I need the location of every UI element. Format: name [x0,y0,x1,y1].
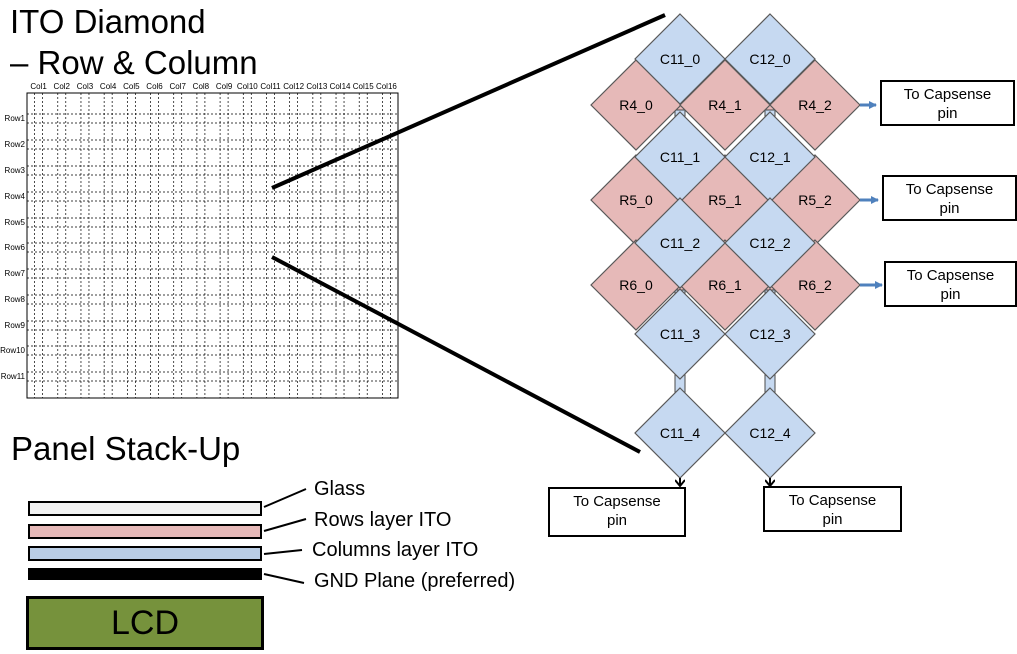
capsense-box-row4: To Capsense pin [880,80,1015,126]
ito-diamond-title: ITO Diamond [10,3,206,40]
row-pad-label: R6_1 [708,277,742,293]
glass-layer [28,501,262,516]
column-pad-label: C12_3 [749,326,790,342]
column-pad-label: C12_1 [749,149,790,165]
grid-row-label: Row5 [5,218,26,227]
column-pad-label: C12_0 [749,51,790,67]
column-pad-label: C12_2 [749,235,790,251]
column-pad-diamond [634,197,726,289]
grid-row-label: Row1 [5,114,26,123]
grid-row-label: Row11 [1,372,26,381]
capsense-box-row5: To Capsense pin [882,175,1017,221]
rows-ito-layer [28,524,262,539]
capsense-box-col12: To Capsense pin [763,486,902,532]
grid-col-label: Col11 [260,82,281,91]
row-pad-diamond [769,59,861,151]
grid-col-label: Col3 [77,82,94,91]
grid-row-label: Row8 [5,295,26,304]
capsense-text: To Capsense [788,492,877,509]
capsense-text: To Capsense [906,267,995,284]
rows-ito-label: Rows layer ITO [314,509,452,531]
panel-stackup-title: Panel Stack-Up [11,430,241,467]
column-pad-diamond [634,288,726,380]
grid-col-label: Col16 [376,82,397,91]
grid-row-label: Row2 [5,140,26,149]
column-pad-label: C11_3 [660,326,700,342]
grid-row-label: Row7 [5,269,26,278]
grid-col-label: Col13 [306,82,327,91]
row-pad-label: R4_1 [708,97,742,113]
row-pad-label: R6_2 [798,277,832,293]
column-pad-diamond [724,197,816,289]
grid-col-label: Col10 [237,82,258,91]
grid-col-label: Col12 [283,82,304,91]
row-pad-diamond [679,59,771,151]
column-pad-diamond [724,288,816,380]
lcd-layer: LCD [26,596,264,650]
sensor-grid: Col1 Col2 Col3 Col4 Col5 Col6 Col7 Col8 Col9 Col1… [0,82,399,399]
capsense-text: To Capsense [573,493,661,510]
zoom-line-top [271,13,666,190]
grid-col-label: Col8 [193,82,210,91]
capsense-text: To Capsense [903,86,992,103]
zoom-line-bottom [271,255,641,454]
grid-row-label: Row9 [5,321,26,330]
row-pad-label: R4_0 [619,97,653,113]
lcd-label: LCD [110,603,180,642]
column-pad-label: C12_4 [749,425,790,441]
column-pad-diamond [724,13,816,105]
grid-col-label: Col7 [169,82,186,91]
capsense-text: pin [606,512,628,529]
column-pad-label: C11_0 [660,51,700,67]
grid-col-label: Col2 [54,82,71,91]
capsense-text: pin [939,200,960,217]
column-pad-label: C11_1 [660,149,700,165]
capsense-text: pin [822,511,843,528]
grid-col-label: Col6 [146,82,163,91]
grid-col-label: Col4 [100,82,117,91]
grid-col-label: Col9 [216,82,233,91]
grid-row-label: Row3 [5,166,26,175]
row-pad-label: R5_0 [619,192,653,208]
column-pad-diamond [634,13,726,105]
row-column-subtitle: – Row & Column [10,44,258,81]
grid-border [26,92,399,399]
row-pad-label: R6_0 [619,277,653,293]
columns-ito-label: Columns layer ITO [312,539,479,561]
capsense-text: To Capsense [905,181,994,198]
gnd-plane-label: GND Plane (preferred) [314,570,516,592]
grid-col-label: Col14 [330,82,351,91]
row-pad-label: R4_2 [798,97,832,113]
capsense-box-row6: To Capsense pin [884,261,1017,307]
columns-ito-layer [28,546,262,561]
glass-label: Glass [314,478,366,500]
grid-col-label: Col5 [123,82,140,91]
capsense-text: pin [937,105,958,122]
grid-row-label: Row10 [0,346,25,355]
grid-col-label: Col15 [353,82,374,91]
stack-leader-lines [263,488,307,584]
column-pad-label: C11_2 [660,235,700,251]
column-pad-label: C11_4 [660,425,700,441]
capsense-text: pin [940,286,961,303]
grid-row-label: Row6 [5,243,26,252]
grid-row-label: Row4 [5,192,26,201]
row-pad-label: R5_2 [798,192,832,208]
grid-col-label: Col1 [30,82,47,91]
capsense-box-col11: To Capsense pin [548,487,686,537]
row-pad-label: R5_1 [708,192,742,208]
gnd-plane-layer [28,568,262,580]
